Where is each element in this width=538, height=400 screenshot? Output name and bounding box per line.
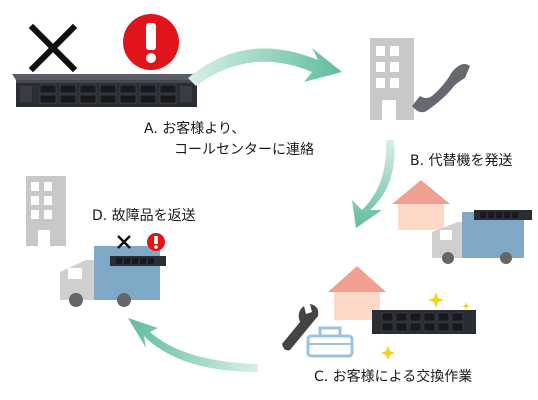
cycle-arrow-icon (352, 140, 395, 228)
nas-server-icon (12, 74, 197, 107)
exclamation-icon (123, 14, 179, 70)
nas-server-icon (372, 310, 476, 334)
wrench-icon (282, 304, 319, 351)
exclamation-icon (147, 233, 165, 251)
step-a-line2: コールセンターに連絡 (174, 142, 314, 158)
house-icon (328, 266, 386, 320)
cycle-arrow-icon (188, 48, 342, 86)
office-building-icon (370, 38, 414, 120)
sparkle-icon (381, 292, 470, 360)
step-a-line1: A. お客様より、 (144, 120, 245, 137)
nas-server-icon (110, 256, 166, 266)
toolbox-icon (306, 326, 354, 358)
delivery-truck-icon (60, 246, 160, 307)
telephone-icon (412, 64, 470, 113)
x-mark-icon (28, 23, 78, 73)
step-b-label: B. 代替機を発送 (410, 153, 513, 169)
step-d-label: D. 故障品を返送 (92, 208, 196, 224)
x-mark-icon (117, 235, 131, 249)
house-icon (392, 180, 450, 230)
failed-server-group (12, 14, 197, 107)
office-building-icon (26, 176, 66, 246)
delivery-truck-icon (432, 212, 524, 264)
cycle-arrow-icon (128, 318, 258, 372)
nas-server-icon (474, 210, 532, 220)
step-c-label: C. お客様による交換作業 (314, 368, 472, 385)
